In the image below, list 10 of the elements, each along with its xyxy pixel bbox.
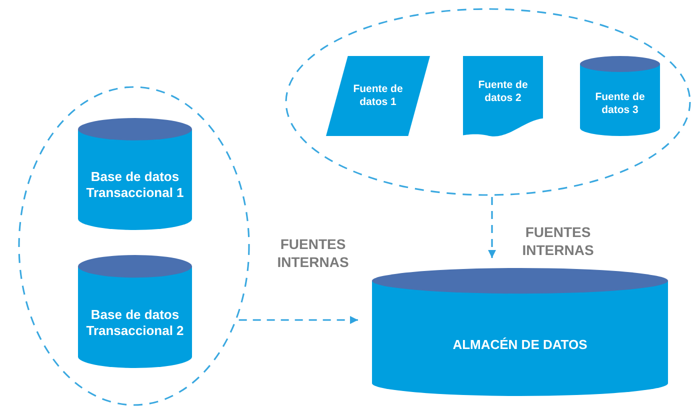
- node-label: Base de datos Transaccional 2: [85, 306, 185, 340]
- dashed-arrow: [238, 316, 358, 324]
- node-label: Fuente de datos 1: [352, 82, 404, 110]
- annotation-label: FUENTES INTERNAS: [521, 224, 595, 259]
- annotation-label: FUENTES INTERNAS: [276, 236, 350, 271]
- dashed-arrow: [488, 197, 496, 258]
- node-label: Fuente de datos 3: [594, 90, 646, 118]
- node-label: Base de datos Transaccional 1: [85, 168, 185, 202]
- node-label: ALMACÉN DE DATOS: [452, 336, 588, 353]
- node-label: Fuente de datos 2: [477, 78, 529, 105]
